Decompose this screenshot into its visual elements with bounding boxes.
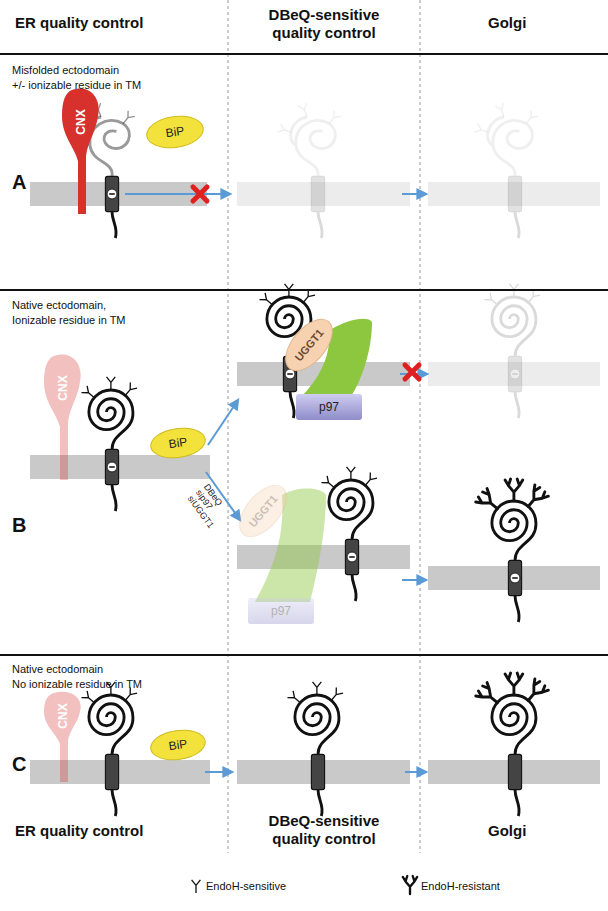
- chaperone-outline: [62, 88, 99, 214]
- column-divider: [228, 0, 420, 853]
- chaperone-ellipse: BiP: [144, 112, 206, 152]
- chaperone-outline: [40, 352, 86, 480]
- node-label: CNX: [56, 375, 70, 400]
- column-header: DBeQ-sensitive quality control: [249, 6, 399, 42]
- legend-symbol: [192, 880, 201, 893]
- node-label: p97: [319, 400, 339, 414]
- native-protein: [287, 682, 343, 816]
- chaperone-outline: [44, 354, 81, 480]
- row-description: Ionizable residue in TM: [12, 314, 222, 327]
- native-protein: [81, 682, 137, 816]
- row-divider: [0, 54, 608, 655]
- chaperone-ellipse: BiP: [148, 726, 208, 764]
- legend-text: EndoH-sensitive: [206, 880, 286, 893]
- node-label: BiP: [168, 737, 188, 753]
- node-label: CNX: [74, 109, 88, 134]
- row-description: +/- ionizable residue in TM: [12, 79, 222, 92]
- misfolded-protein: [475, 103, 538, 238]
- atpase-box: p97: [296, 394, 362, 420]
- node-label: CNX: [56, 703, 70, 728]
- column-header: DBeQ-sensitive quality control: [249, 812, 399, 848]
- node-label: BiP: [168, 435, 188, 451]
- column-header: ER quality control: [15, 14, 215, 32]
- chaperone-outline: [44, 692, 81, 782]
- chaperone-shape: CNX: [58, 86, 104, 214]
- node-label: UGGT1: [292, 327, 326, 364]
- column-header: Golgi: [488, 822, 578, 840]
- misfolded-protein: [278, 103, 341, 238]
- legend-symbol: [403, 876, 417, 894]
- chaperone-shape: CNX: [40, 690, 86, 782]
- native-protein: [484, 284, 540, 418]
- node-label: BiP: [165, 124, 185, 140]
- node-label: p97: [271, 604, 291, 618]
- panel-letter: B: [12, 513, 34, 537]
- native-protein: [321, 467, 377, 601]
- panel-letter: A: [12, 170, 34, 194]
- chaperone-shape: CNX: [40, 352, 86, 480]
- node-label: UGGT1: [246, 493, 280, 530]
- treatment-group: DBeQsip97siUGGT1: [186, 482, 232, 530]
- atpase-box: p97: [248, 598, 314, 624]
- row-description: Native ectodomain,: [12, 299, 222, 312]
- golgi-protein: [475, 479, 549, 622]
- golgi-protein: [475, 673, 549, 816]
- panel-letter: C: [12, 752, 34, 776]
- column-header: Golgi: [488, 14, 578, 32]
- row-description: Misfolded ectodomain: [12, 64, 222, 77]
- chaperone-outline: [58, 86, 104, 214]
- row-description: Native ectodomain: [12, 663, 222, 676]
- legend-text: EndoH-resistant: [421, 880, 500, 893]
- native-protein: [81, 377, 137, 511]
- flow-arrow: [125, 194, 427, 772]
- column-header: ER quality control: [15, 822, 215, 840]
- block-cross: [193, 187, 419, 379]
- row-description: No ionizable residue in TM: [12, 678, 222, 691]
